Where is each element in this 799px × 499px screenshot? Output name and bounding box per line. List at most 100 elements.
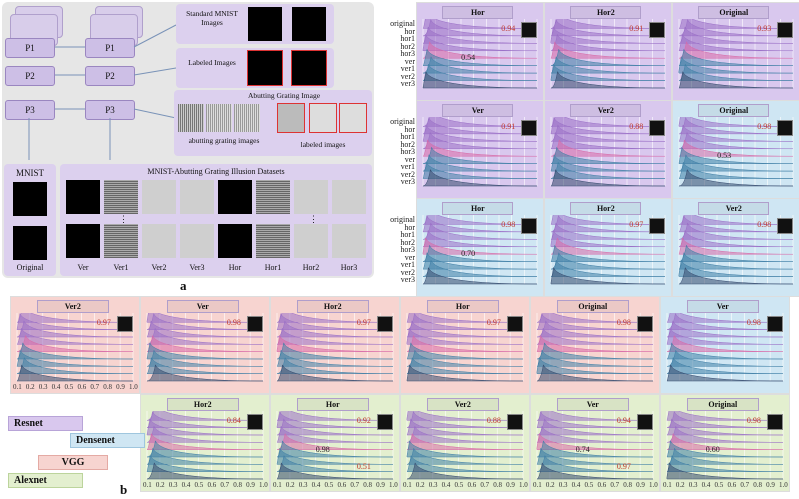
panel-b-label: b xyxy=(120,482,128,497)
dataset-cell xyxy=(180,180,214,214)
density-ridge xyxy=(406,454,524,472)
density-ridge xyxy=(678,40,794,59)
density-ridge xyxy=(422,48,538,66)
bottom-value-label: 0.92 xyxy=(356,416,371,426)
top-panel-title: Hor xyxy=(442,202,514,215)
density-ridge xyxy=(406,411,524,421)
dataset-cell xyxy=(142,180,176,214)
top-panel-title: Ver2 xyxy=(570,104,642,117)
dataset-cell xyxy=(256,180,290,214)
top-ridge-plot xyxy=(678,19,794,89)
dataset-cell xyxy=(66,224,100,258)
top-value-label: 0.88 xyxy=(629,122,644,132)
labeled-caption: labeled images xyxy=(300,140,346,149)
density-ridge xyxy=(276,356,394,374)
row-label: original xyxy=(390,19,415,29)
density-ridge xyxy=(276,319,394,338)
density-ridge xyxy=(536,319,654,338)
bottom-value-label: 0.98 xyxy=(746,416,761,426)
density-ridge xyxy=(276,363,394,382)
x-tick-label: 0.4 xyxy=(571,481,581,489)
bottom-value-label: 0.88 xyxy=(486,416,501,426)
bottom-thumbnail xyxy=(376,414,393,431)
x-tick-label: 1.0 xyxy=(389,481,398,489)
bottom-thumbnail xyxy=(506,414,523,431)
density-ridge xyxy=(422,19,538,29)
density-ridge xyxy=(550,48,666,66)
right-pipeline-stack: P1 P2 P3 xyxy=(85,6,155,126)
density-ridge xyxy=(406,313,524,323)
x-tick-label: 0.2 xyxy=(545,481,555,489)
mnist-title: MNIST xyxy=(15,168,44,178)
density-ridge xyxy=(550,251,666,270)
density-ridge xyxy=(16,356,134,374)
x-tick-label: 0.3 xyxy=(298,481,308,489)
bottom-panel-title: Ver xyxy=(166,300,239,313)
labeled-grating-image xyxy=(277,103,305,133)
bottom-panel-title: Ver xyxy=(686,300,759,313)
density-ridge xyxy=(276,432,394,450)
legend-densenet: Densenet xyxy=(70,433,145,448)
dataset-cell xyxy=(218,180,252,214)
bottom-ridge-plot xyxy=(16,313,134,382)
dataset-cell xyxy=(142,224,176,258)
density-ridge xyxy=(666,313,784,330)
digit-zero-image xyxy=(248,7,282,41)
p1-box: P1 xyxy=(5,38,55,58)
dataset-panel: MNIST-Abutting Grating Illusion Datasets… xyxy=(60,164,372,276)
mnist-zero-image xyxy=(13,182,47,216)
row-label: hor3 xyxy=(400,49,415,59)
x-tick-label: 0.1 xyxy=(143,481,152,489)
top-panel-title: Hor2 xyxy=(570,202,642,215)
x-tick-label: 0.7 xyxy=(90,383,100,391)
row-label: hor3 xyxy=(400,147,415,157)
top-value-label: 0.97 xyxy=(629,220,644,230)
density-ridge xyxy=(146,327,264,345)
density-ridge xyxy=(422,259,538,277)
mnist-nine-image xyxy=(13,226,47,260)
density-ridge xyxy=(666,411,784,421)
density-ridge xyxy=(550,70,666,89)
top-panel: Hor2 0.97 xyxy=(544,198,672,297)
p1-box: P1 xyxy=(85,38,135,58)
density-ridge xyxy=(666,411,784,428)
top-panel-title: Original xyxy=(698,6,770,19)
top-thumbnail xyxy=(776,22,793,39)
ellipsis-glyph: ⋮ xyxy=(309,214,318,224)
x-tick-label: 0.6 xyxy=(77,383,87,391)
bottom-value-label-2: 0.60 xyxy=(705,444,720,454)
x-tick-label: 0.4 xyxy=(51,383,61,391)
row-label: ver3 xyxy=(400,275,415,284)
density-ridge xyxy=(422,251,538,270)
mnist-panel: MNIST Original xyxy=(4,164,56,276)
legend-alexnet: Alexnet xyxy=(8,473,83,488)
density-ridge xyxy=(16,363,134,382)
density-ridge xyxy=(146,319,264,338)
bottom-value-label: 0.98 xyxy=(616,318,631,328)
bottom-thumbnail xyxy=(246,414,263,431)
dataset-cell xyxy=(104,224,138,258)
p3-label: P3 xyxy=(25,105,35,115)
density-ridge xyxy=(276,447,394,465)
top-ridge-plot xyxy=(678,215,794,285)
density-ridge xyxy=(678,236,794,255)
density-ridge xyxy=(678,124,794,142)
top-panel-title: Original xyxy=(698,104,770,117)
bottom-value-label: 0.94 xyxy=(616,416,631,426)
density-ridge xyxy=(678,244,794,262)
density-ridge xyxy=(16,313,134,330)
x-tick-label: 0.2 xyxy=(285,481,295,489)
density-ridge xyxy=(666,461,784,480)
bottom-panel-title: Hor xyxy=(426,300,499,313)
density-ridge xyxy=(422,215,538,233)
bottom-ridge-plot xyxy=(536,411,654,480)
legend-densenet-label: Densenet xyxy=(76,435,115,446)
abutting-caption: abutting grating images xyxy=(188,136,260,145)
dataset-title: MNIST-Abutting Grating Illusion Datasets xyxy=(147,167,285,176)
